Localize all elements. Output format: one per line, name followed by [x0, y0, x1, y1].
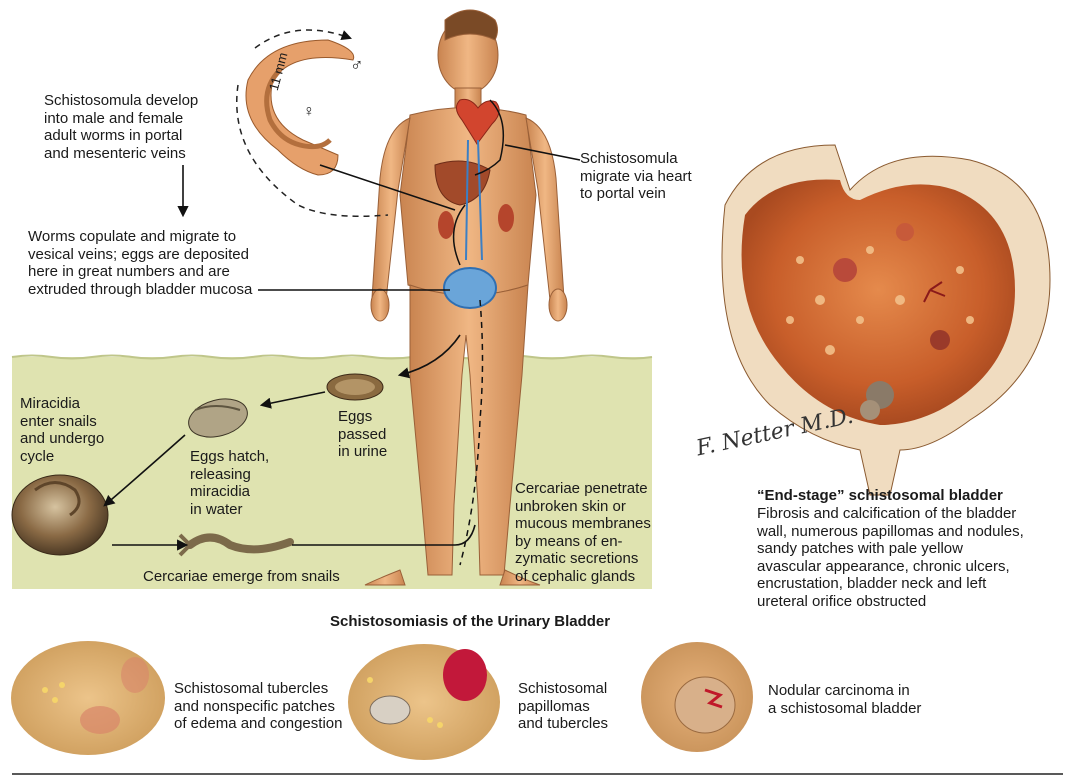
copulate-label: Worms copulate and migrate to vesical ve… [28, 228, 253, 298]
panel-1-caption: Schistosomal tubercles and nonspecific p… [174, 680, 343, 732]
miracidium-illustration [188, 398, 248, 438]
water-area [11, 354, 653, 589]
end-stage-description: Fibrosis and calcification of the bladde… [757, 505, 1024, 610]
miracidia-enter-label: Miracidia enter snails and undergo cycle [20, 395, 105, 465]
develop-label: Schistosomula develop into male and fema… [44, 92, 199, 162]
organs [434, 98, 514, 566]
end-stage-bladder-illustration [721, 144, 1051, 496]
snail-illustration [11, 474, 109, 556]
panel-2-image [348, 644, 500, 760]
female-symbol: ♀ [303, 103, 315, 120]
panel-3-image [641, 642, 753, 752]
figure-title: Schistosomiasis of the Urinary Bladder [330, 613, 611, 630]
cercariae-emerge-label: Cercariae emerge from snails [143, 568, 340, 585]
migrate-label: Schistosomula migrate via heart to porta… [580, 150, 692, 202]
eggs-hatch-label: Eggs hatch, releasing miracidia in water [190, 448, 270, 518]
panel-3-caption: Nodular carcinoma in a schistosomal blad… [768, 682, 922, 717]
panel-1-image [11, 641, 165, 755]
cercariae-penetrate-label: Cercariae penetrate unbroken skin or muc… [515, 480, 651, 585]
flow-arrows [103, 144, 581, 551]
egg-illustration [326, 373, 384, 401]
eggs-passed-label: Eggs passed in urine [338, 408, 388, 460]
end-stage-title: “End-stage” schistosomal bladder [757, 487, 1003, 504]
male-symbol: ♂ [350, 55, 364, 75]
worm-pair-illustration [236, 29, 389, 217]
panel-2-caption: Schistosomal papillomas and tubercles [518, 680, 609, 732]
